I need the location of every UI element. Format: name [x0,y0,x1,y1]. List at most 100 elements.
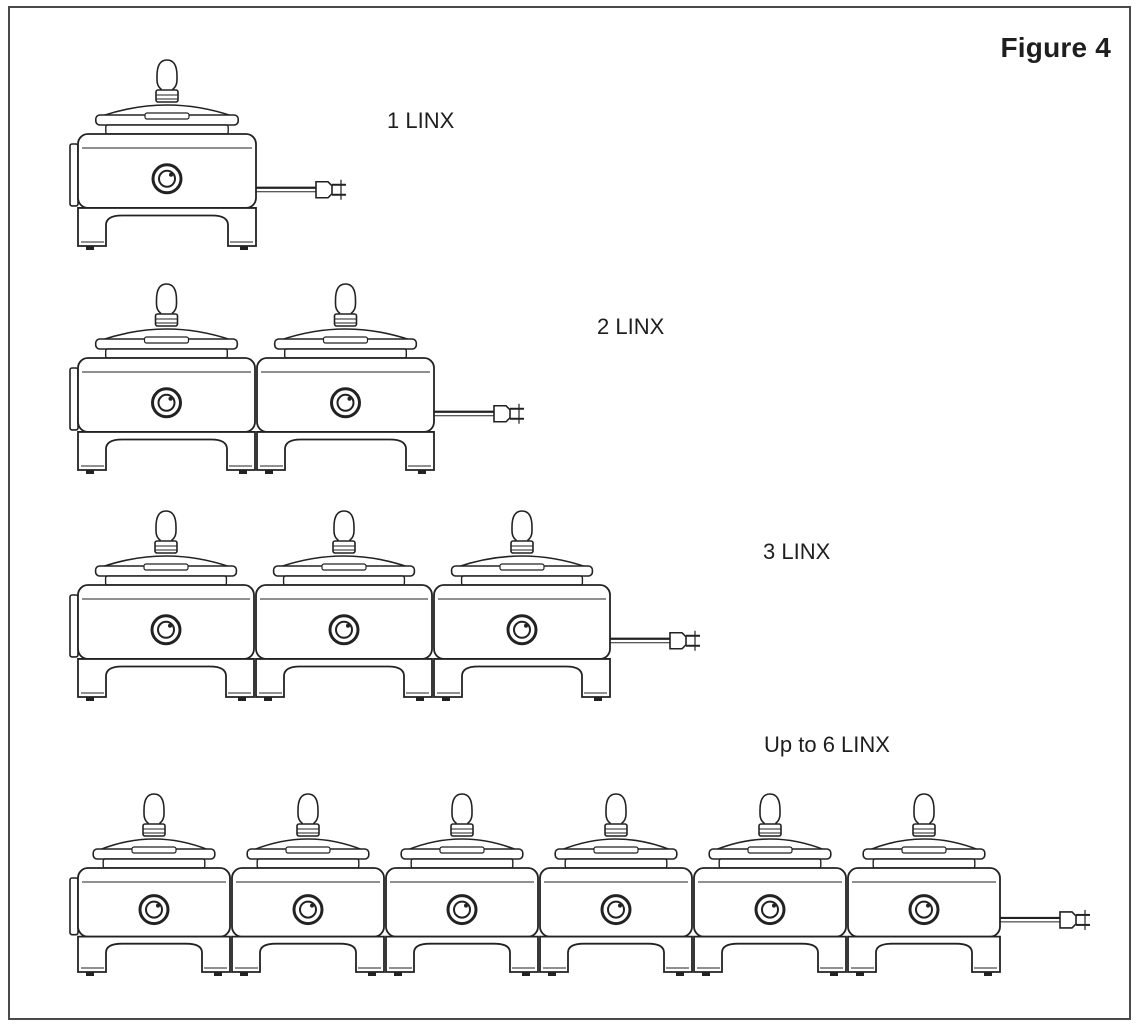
foot [594,697,602,701]
unit-base [77,935,231,973]
foot [86,972,94,976]
lid [554,838,678,869]
slow-cooker-unit [231,793,385,976]
unit-base [231,935,385,973]
lid-handle-icon [510,510,534,554]
lid-handle-icon [142,793,166,837]
lid [94,555,238,586]
lid-handle-icon [604,793,628,837]
foot [86,246,94,250]
lid [400,838,524,869]
control-knob-icon [506,614,538,646]
foot [265,470,273,474]
foot [548,972,556,976]
slow-cooker-unit [385,793,539,976]
foot [856,972,864,976]
foot [394,972,402,976]
control-knob-icon [446,894,478,926]
foot [368,972,376,976]
side-connector [69,594,79,658]
slow-cooker-unit [77,59,257,250]
lid-handle-icon [155,59,179,103]
lid-handle-icon [450,793,474,837]
control-knob-icon [292,894,324,926]
lid [246,838,370,869]
lid-handle-icon [154,283,179,327]
control-knob-icon [151,387,182,419]
linx-row-2 [69,283,524,474]
lid-handle-icon [296,793,320,837]
lid [273,328,418,359]
foot [86,470,94,474]
foot [86,697,94,701]
foot [240,972,248,976]
control-knob-icon [754,894,786,926]
slow-cooker-unit [539,793,693,976]
unit-base [77,658,255,698]
unit-base [77,207,257,247]
foot [442,697,450,701]
row-label-1-linx: 1 LINX [387,108,455,133]
unit-base [693,935,847,973]
foot [416,697,424,701]
row-label-3-linx: 3 LINX [763,539,831,564]
control-knob-icon [151,163,183,195]
linx-row-4 [69,793,1090,976]
control-knob-icon [908,894,940,926]
side-connector [69,877,79,936]
side-connector [69,143,79,207]
power-plug-icon [434,403,524,424]
lid-handle-icon [333,283,358,327]
lid [94,328,239,359]
lid [95,104,239,135]
lid-handle-icon [154,510,178,554]
slow-cooker-unit [256,283,435,474]
slow-cooker-unit [433,510,611,701]
lid-handle-icon [758,793,782,837]
slow-cooker-unit [77,510,255,701]
power-plug-icon [1000,909,1090,930]
side-connector [69,367,79,431]
lid [450,555,594,586]
row-label-6-linx: Up to 6 LINX [764,732,890,757]
lid-handle-icon [332,510,356,554]
unit-base [77,431,256,471]
control-knob-icon [138,894,170,926]
control-knob-icon [150,614,182,646]
lid [92,838,216,869]
foot [240,246,248,250]
slow-cooker-unit [693,793,847,976]
foot [238,697,246,701]
lid [708,838,832,869]
power-plug-icon [256,179,346,200]
row-label-2-linx: 2 LINX [597,314,665,339]
lid [272,555,416,586]
linx-row-3 [69,510,700,701]
figure-title: Figure 4 [1000,32,1111,63]
control-knob-icon [330,387,361,419]
slow-cooker-unit [77,283,256,474]
lid [862,838,986,869]
slow-cooker-unit [77,793,231,976]
unit-base [385,935,539,973]
unit-base [433,658,611,698]
linx-row-1 [69,59,346,250]
foot [830,972,838,976]
foot [214,972,222,976]
foot [418,470,426,474]
unit-base [256,431,435,471]
slow-cooker-unit [847,793,1001,976]
foot [239,470,247,474]
control-knob-icon [328,614,360,646]
foot [702,972,710,976]
control-knob-icon [600,894,632,926]
foot [984,972,992,976]
slow-cooker-unit [255,510,433,701]
unit-base [847,935,1001,973]
unit-base [255,658,433,698]
foot [264,697,272,701]
unit-base [539,935,693,973]
foot [676,972,684,976]
foot [522,972,530,976]
